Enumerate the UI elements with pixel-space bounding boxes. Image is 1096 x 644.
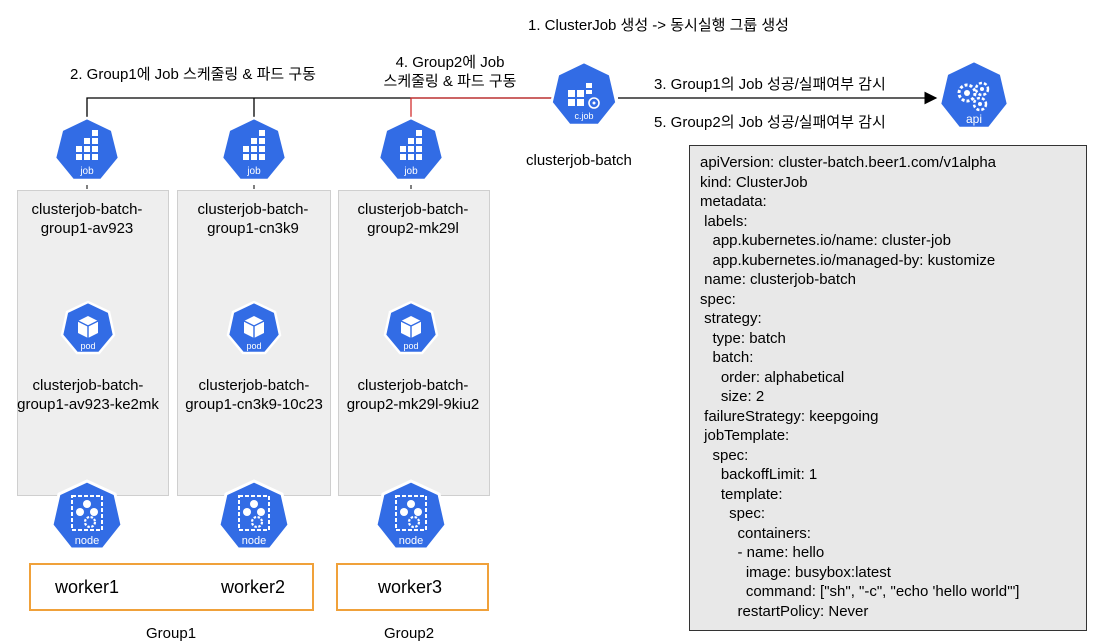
yaml-line: app.kubernetes.io/name: cluster-job: [700, 232, 951, 249]
pod-name-3: clusterjob-batch- group2-mk29l-9kiu2: [331, 376, 495, 414]
node-icon-2[interactable]: node: [213, 478, 295, 560]
yaml-line: spec:: [700, 446, 749, 464]
step2-label: 2. Group1에 Job 스케줄링 & 파드 구동: [70, 66, 316, 83]
yaml-line: spec:: [700, 290, 736, 308]
pod-name-2: clusterjob-batch- group1-cn3k9-10c23: [172, 376, 336, 414]
yaml-line: jobTemplate:: [700, 427, 790, 444]
job-icon-text: job: [246, 166, 261, 177]
step3-label: 3. Group1의 Job 성공/실패여부 감시: [654, 76, 886, 93]
job-name-2-line2: group1-cn3k9: [207, 220, 299, 237]
job-name-3-line2: group2-mk29l: [367, 220, 459, 237]
node-icon-1[interactable]: node: [46, 478, 128, 560]
yaml-line: failureStrategy: keepgoing: [700, 407, 879, 425]
pod-icon-text: pod: [246, 341, 261, 351]
worker3-label: worker3: [378, 577, 443, 597]
clusterjob-icon[interactable]: c.job: [546, 59, 622, 135]
job-name-3-line1: clusterjob-batch-: [357, 201, 469, 218]
node-icon-text: node: [75, 535, 99, 547]
clusterjob-yaml-box: apiVersion: cluster-batch.beer1.com/v1al…: [689, 145, 1087, 631]
job-name-3: clusterjob-batch- group2-mk29l: [338, 200, 488, 238]
job-name-1: clusterjob-batch- group1-av923: [12, 200, 162, 238]
step4-label-line1: 4. Group2에 Job: [395, 54, 505, 71]
yaml-line: image: busybox:latest: [700, 563, 891, 581]
pod-icon-text: pod: [80, 341, 95, 351]
pod-name-2-line2: group1-cn3k9-10c23: [185, 396, 323, 413]
api-icon[interactable]: api: [934, 59, 1014, 139]
pod-icon-2[interactable]: pod: [224, 300, 284, 360]
node-icon-text: node: [242, 535, 266, 547]
step1-label: 1. ClusterJob 생성 -> 동시실행 그룹 생성: [528, 17, 789, 34]
pod-name-1-line2: group1-av923-ke2mk: [17, 396, 159, 413]
yaml-line: restartPolicy: Never: [700, 602, 869, 620]
yaml-line: type: batch: [700, 329, 786, 347]
yaml-line: labels:: [700, 212, 748, 230]
job-name-1-line2: group1-av923: [40, 220, 134, 237]
yaml-line: order: alphabetical: [700, 368, 845, 386]
group2-label: Group2: [384, 625, 435, 642]
yaml-line: batch:: [700, 349, 754, 366]
worker-group1-box: worker1 worker2: [29, 563, 314, 611]
yaml-line: - name: hello: [700, 544, 825, 561]
yaml-line: apiVersion: cluster-batch.beer1.com/v1al…: [700, 154, 997, 171]
pod-name-3-line2: group2-mk29l-9kiu2: [346, 396, 480, 413]
node-icon-3[interactable]: node: [370, 478, 452, 560]
job-icon-2[interactable]: job: [217, 116, 291, 190]
step4-label-line2: 스케줄링 & 파드 구동: [383, 73, 517, 90]
job-icon-3[interactable]: job: [374, 116, 448, 190]
pod-icon-3[interactable]: pod: [381, 300, 441, 360]
clusterjob-icon-text: c.job: [574, 111, 593, 121]
job-icon-text: job: [79, 166, 94, 177]
api-icon-text: api: [966, 112, 982, 126]
yaml-line: containers:: [700, 524, 811, 542]
job-icon-1[interactable]: job: [50, 116, 124, 190]
pod-name-1: clusterjob-batch- group1-av923-ke2mk: [6, 376, 170, 414]
job-name-2: clusterjob-batch- group1-cn3k9: [178, 200, 328, 238]
yaml-line: backoffLimit: 1: [700, 466, 818, 483]
step5-label: 5. Group2의 Job 성공/실패여부 감시: [654, 114, 886, 131]
step4-label: 4. Group2에 Job 스케줄링 & 파드 구동: [370, 53, 530, 91]
pod-name-2-line1: clusterjob-batch-: [198, 377, 310, 394]
pod-icon-text: pod: [403, 341, 418, 351]
yaml-line: app.kubernetes.io/managed-by: kustomize: [700, 251, 996, 269]
clusterjob-label: clusterjob-batch: [526, 152, 632, 169]
worker2-label: worker2: [221, 577, 286, 597]
yaml-line: strategy:: [700, 310, 762, 327]
yaml-line: kind: ClusterJob: [700, 173, 808, 191]
yaml-line: metadata:: [700, 193, 767, 210]
job-name-2-line1: clusterjob-batch-: [197, 201, 309, 218]
yaml-line: size: 2: [700, 388, 765, 405]
pod-name-3-line1: clusterjob-batch-: [357, 377, 469, 394]
job-name-1-line1: clusterjob-batch-: [31, 201, 143, 218]
pod-icon-1[interactable]: pod: [58, 300, 118, 360]
pod-name-1-line1: clusterjob-batch-: [32, 377, 144, 394]
group2-schedule-line: [410, 97, 552, 120]
group1-schedule-line: [86, 97, 552, 120]
node-icon-text: node: [399, 535, 423, 547]
yaml-line: template:: [700, 485, 783, 503]
group1-label: Group1: [146, 625, 197, 642]
job-icon-text: job: [403, 166, 418, 177]
yaml-line: spec:: [700, 505, 766, 522]
yaml-line: name: clusterjob-batch: [700, 271, 856, 288]
worker-group2-box: worker3: [336, 563, 489, 611]
yaml-line: command: ["sh", "-c", "echo 'hello world…: [700, 583, 1020, 600]
worker1-label: worker1: [55, 577, 120, 597]
group-box-job1: [17, 190, 169, 496]
